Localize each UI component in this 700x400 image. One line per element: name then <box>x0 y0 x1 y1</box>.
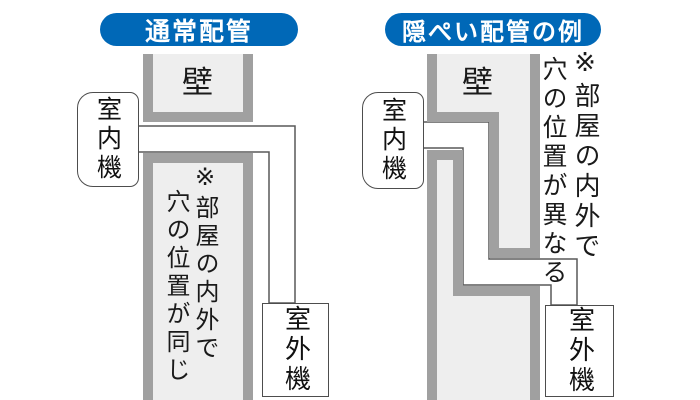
right-wall-label: 壁 <box>462 65 493 101</box>
left-wall-lower-fill <box>153 163 243 400</box>
right-outdoor-unit-label: 室外機 <box>564 306 595 396</box>
right-indoor-unit-label: 室内機 <box>378 97 408 184</box>
left-outdoor-unit-label: 室外機 <box>280 305 311 395</box>
right-wall-lower-fill <box>437 160 530 400</box>
right-indoor-unit-box: 室内機 <box>362 92 424 189</box>
left-wall-upper-fill <box>153 54 243 112</box>
right-panel-title: 隠ぺい配管の例 <box>402 18 584 46</box>
left-indoor-unit-box: 室内機 <box>77 92 139 187</box>
left-outdoor-unit-box: 室外機 <box>262 303 329 397</box>
left-note-line1: ※部屋の内外で <box>191 163 219 363</box>
right-wall-upper-fill <box>437 54 530 248</box>
left-wall-label: 壁 <box>182 65 213 101</box>
left-panel-title: 通常配管 <box>144 16 253 46</box>
right-panel-title-pill: 隠ぺい配管の例 <box>385 13 601 46</box>
right-outdoor-unit-box: 室外機 <box>545 305 614 397</box>
left-panel-title-pill: 通常配管 <box>100 13 298 46</box>
left-note-line2: 穴の位置が同じ <box>162 189 190 385</box>
left-indoor-unit-label: 室内機 <box>93 96 123 183</box>
right-note-line1: ※部屋の内外で <box>570 48 600 262</box>
right-note-line2: 穴の位置が異なる <box>539 56 568 288</box>
